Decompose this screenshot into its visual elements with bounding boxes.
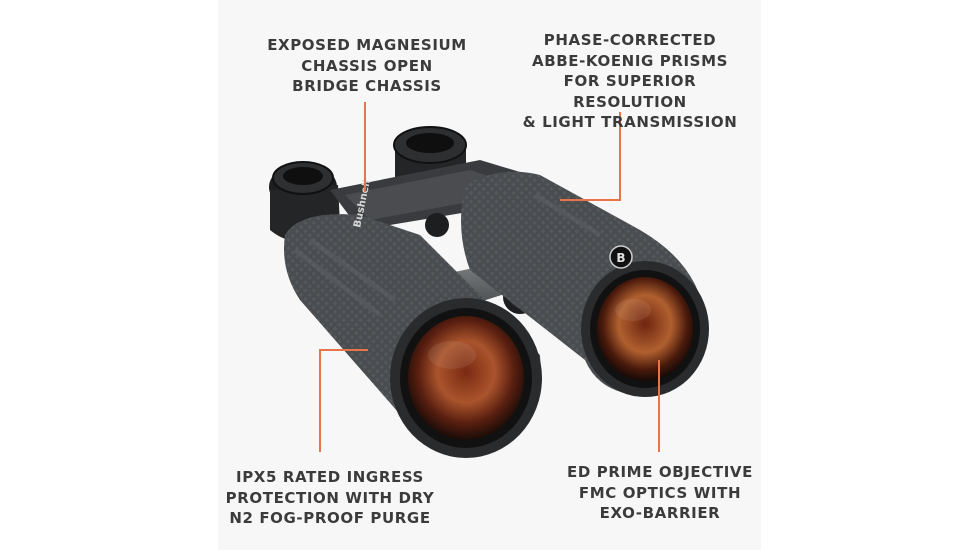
- brand-badge-icon: B: [609, 245, 633, 269]
- callout-chassis: EXPOSED MAGNESIUM CHASSIS OPEN BRIDGE CH…: [267, 36, 467, 95]
- callout-lines: [319, 102, 660, 452]
- callout-prisms: PHASE-CORRECTED ABBE-KOENIG PRISMS FOR S…: [522, 31, 738, 131]
- left-objective-lens: [390, 298, 542, 458]
- leader-line-ipx: [319, 349, 368, 452]
- badge-mark: B: [616, 251, 625, 265]
- callout-objective: ED PRIME OBJECTIVE FMC OPTICS WITH EXO-B…: [567, 463, 753, 522]
- leader-line-prisms: [560, 112, 621, 201]
- right-objective-lens: [581, 261, 709, 397]
- callout-ipx-rating: IPX5 RATED INGRESS PROTECTION WITH DRY N…: [225, 468, 435, 527]
